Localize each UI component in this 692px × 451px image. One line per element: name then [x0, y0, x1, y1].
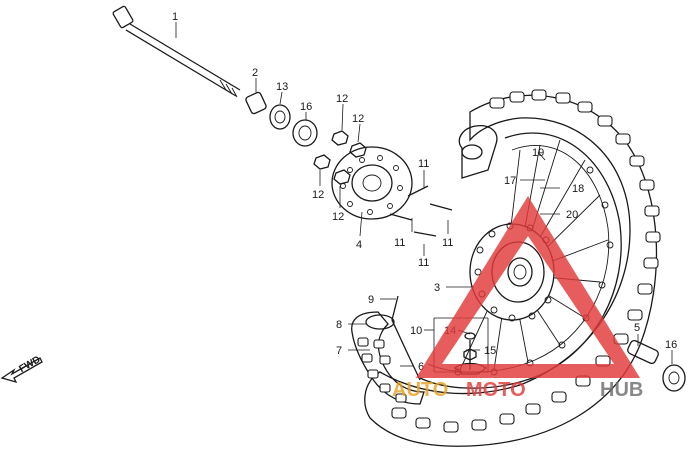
left-hub-components [245, 91, 318, 147]
callout-tube: 8 [336, 319, 342, 331]
callout-nut-d: 12 [332, 211, 344, 223]
callout-labels: 1 2 13 16 12 12 12 12 4 11 11 11 11 3 5 … [172, 11, 677, 373]
callout-air-valve: 10 [410, 325, 422, 337]
callout-disc-bolt-a: 11 [418, 158, 429, 170]
callout-collar-left: 2 [252, 67, 258, 79]
tire-tread [391, 89, 661, 433]
callout-valve-cap: 15 [484, 345, 496, 357]
watermark: AUTO MOTO HUB [392, 196, 643, 401]
tire-tread-exploded [357, 337, 407, 403]
callout-spoke-d: 20 [566, 209, 578, 221]
callout-disc-bolt-d: 11 [418, 257, 429, 269]
brake-disc [331, 146, 413, 220]
callout-nut-c: 12 [312, 189, 324, 201]
watermark-word-hub: HUB [600, 379, 643, 401]
callout-brake-disc: 4 [356, 239, 362, 251]
callout-side-collar: 5 [634, 322, 640, 334]
tire-tube-exploded [351, 295, 425, 405]
forward-label: FWD [17, 354, 42, 375]
watermark-word-auto: AUTO [392, 379, 448, 401]
callout-dust-seal: 6 [418, 361, 424, 373]
callout-nut-b: 12 [352, 113, 364, 125]
callout-disc-bolt-c: 11 [442, 237, 453, 249]
callout-spoke-c: 19 [532, 147, 544, 159]
callout-hub-assembly: 3 [434, 282, 440, 294]
axle [112, 5, 241, 98]
forward-arrow: FWD [0, 354, 43, 384]
callout-axle: 1 [172, 11, 178, 23]
watermark-word-moto: MOTO [466, 379, 526, 401]
right-hub-components [627, 339, 686, 392]
callout-bearing-left: 16 [300, 101, 312, 113]
callout-tire: 7 [336, 345, 342, 357]
callout-bearing-right: 16 [665, 339, 677, 351]
watermark-triangle [416, 196, 640, 378]
callout-nut-a: 12 [336, 93, 348, 105]
callout-rim-band: 9 [368, 294, 374, 306]
disc-bolts [389, 185, 453, 237]
rim [419, 132, 622, 389]
callout-spoke-b: 18 [572, 183, 584, 195]
callout-oil-seal: 13 [276, 81, 288, 93]
leader-lines [175, 22, 673, 373]
nuts [313, 130, 367, 185]
callout-spoke-a: 17 [504, 175, 516, 187]
front-wheel [364, 89, 661, 447]
tire-section-top [458, 125, 498, 179]
callout-disc-bolt-b: 11 [394, 237, 405, 249]
